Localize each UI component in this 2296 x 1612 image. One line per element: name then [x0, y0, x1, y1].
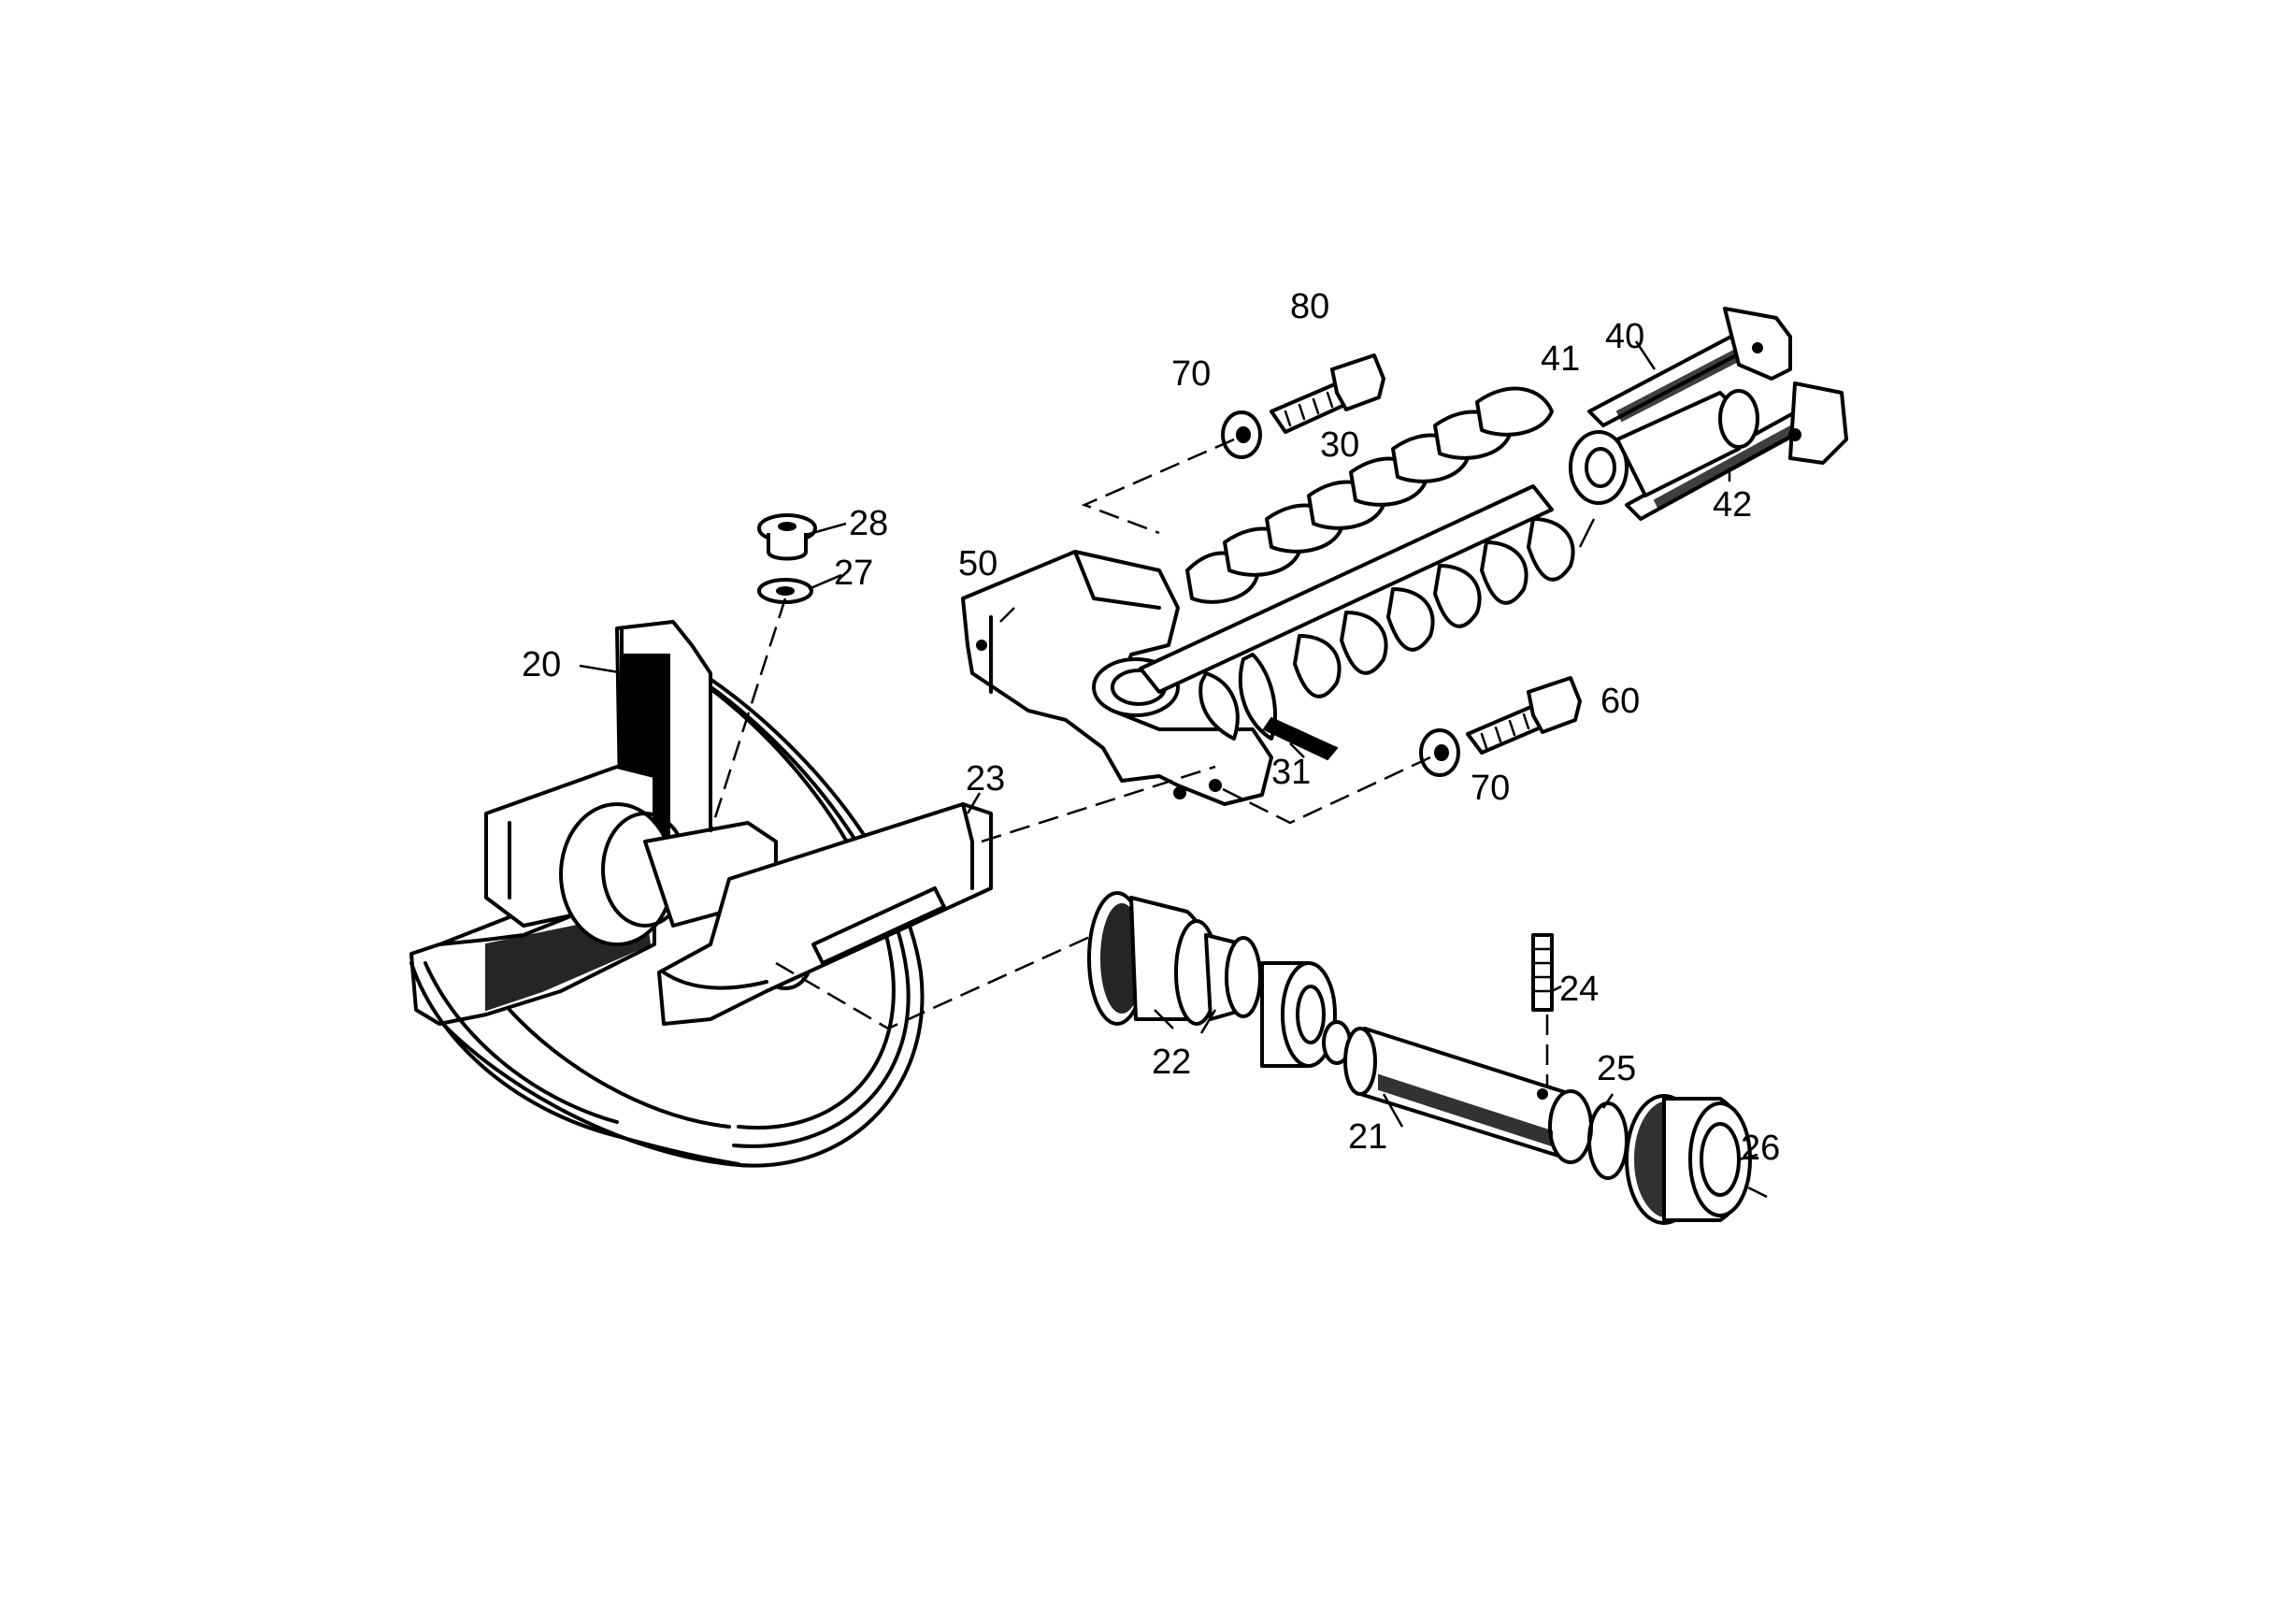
callout-31: 31: [1271, 753, 1311, 792]
callout-26: 26: [1741, 1129, 1780, 1168]
callout-30: 30: [1320, 425, 1359, 465]
washer-70-top: [1221, 410, 1262, 459]
idler-wheel: [409, 620, 993, 1168]
callout-22: 22: [1152, 1043, 1191, 1082]
tension-assembly: [961, 307, 1848, 806]
callout-labels: 80 70 41 40 30 42 28 27 50 20 60 31 70 2…: [522, 287, 1780, 1168]
pin-24: [1531, 933, 1554, 1012]
callout-70-bottom: 70: [1471, 769, 1510, 808]
shaft-21: [1343, 1027, 1593, 1164]
callout-50: 50: [958, 544, 997, 583]
bearing-26: [1625, 1094, 1752, 1225]
callout-70-top: 70: [1171, 354, 1211, 394]
leader-lines: [579, 340, 1758, 1161]
yoke-40: [1569, 307, 1848, 521]
washer-70-bottom: [1419, 728, 1460, 777]
callout-80: 80: [1290, 287, 1329, 326]
bolt-60: [1466, 676, 1582, 755]
alignment-lines: [709, 438, 1768, 1199]
callout-28: 28: [849, 504, 888, 543]
pin-31: [1262, 716, 1339, 761]
callout-40: 40: [1605, 317, 1644, 356]
bolt-80: [1270, 353, 1385, 434]
oring-25: [1587, 1101, 1629, 1180]
spring-30: [1185, 386, 1575, 741]
callout-21: 21: [1348, 1117, 1387, 1157]
callout-41: 41: [1541, 339, 1580, 379]
plug-28: [757, 513, 817, 561]
callout-24: 24: [1559, 970, 1599, 1009]
callout-60: 60: [1600, 682, 1640, 721]
seal-22: [1087, 891, 1262, 1026]
callout-25: 25: [1597, 1049, 1636, 1088]
callout-20: 20: [522, 645, 561, 684]
callout-23: 23: [966, 759, 1005, 799]
callout-42: 42: [1713, 485, 1752, 525]
callout-27: 27: [834, 554, 873, 593]
ring-22b: [1260, 961, 1352, 1068]
